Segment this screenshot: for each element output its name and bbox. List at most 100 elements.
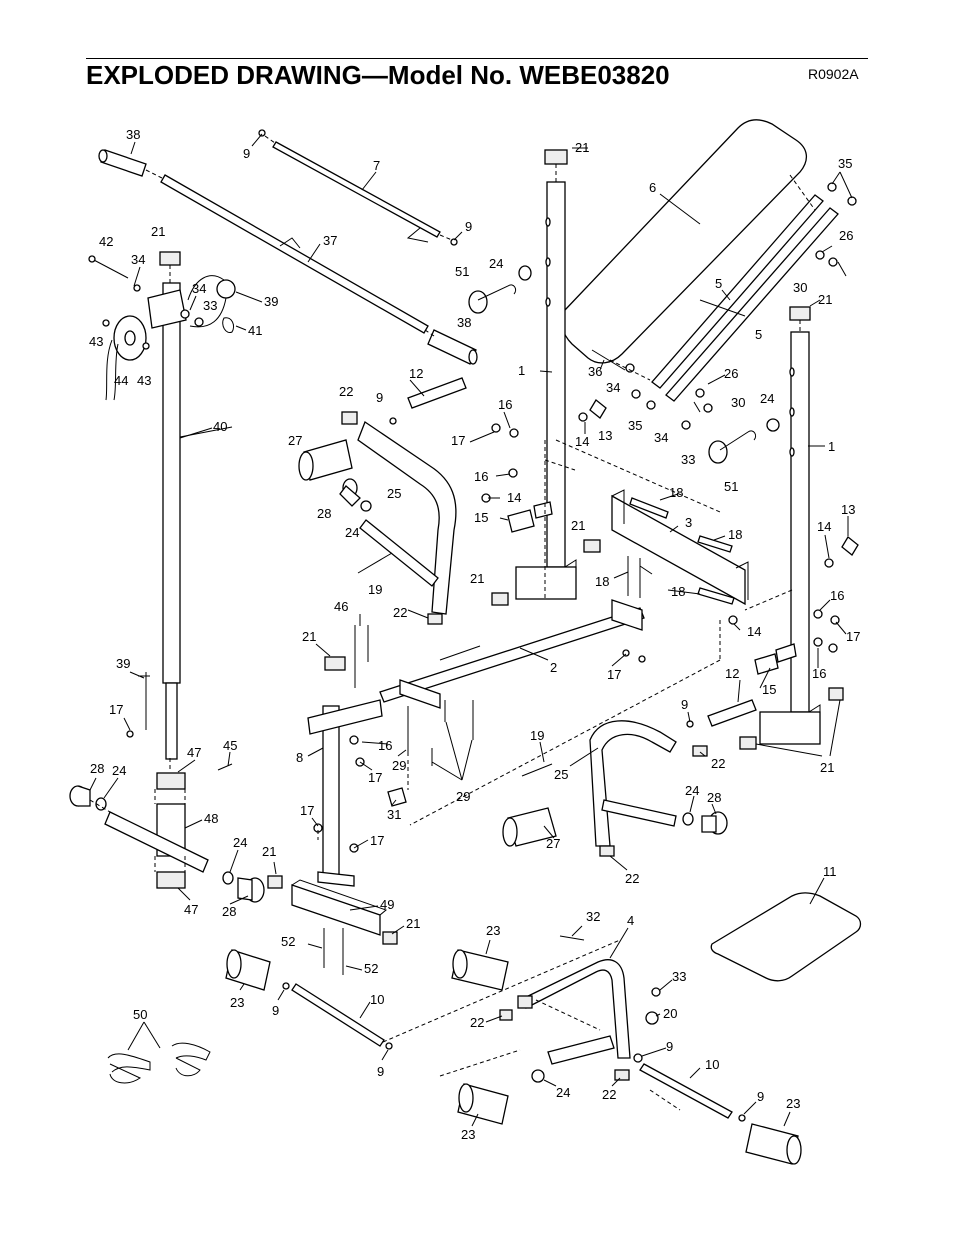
part-handle-grip-bottom xyxy=(427,329,478,365)
part-label: 16 xyxy=(812,666,826,681)
part-label: 43 xyxy=(89,334,103,349)
part-label: 25 xyxy=(554,767,568,782)
part-label: 14 xyxy=(507,490,521,505)
part-label: 28 xyxy=(222,904,236,919)
part-back-pad xyxy=(560,119,807,364)
part-label: 27 xyxy=(288,433,302,448)
part-label: 30 xyxy=(793,280,807,295)
part-label: 40 xyxy=(213,419,227,434)
alignment-lines xyxy=(154,174,816,1111)
part-label: 23 xyxy=(486,923,500,938)
part-label: 33 xyxy=(681,452,695,467)
part-label: 16 xyxy=(474,469,488,484)
part-label: 8 xyxy=(296,750,303,765)
part-label: 34 xyxy=(606,380,620,395)
part-label: 11 xyxy=(823,864,837,879)
part-seat-pad-11 xyxy=(710,892,862,982)
header-rule xyxy=(86,58,868,59)
part-label: 17 xyxy=(607,667,621,682)
part-label: 19 xyxy=(530,728,544,743)
part-roller-27-bottom xyxy=(502,807,557,847)
part-base-49 xyxy=(291,879,387,936)
part-label: 37 xyxy=(323,233,337,248)
part-label: 9 xyxy=(243,146,250,161)
part-label: 13 xyxy=(598,428,612,443)
part-label: 9 xyxy=(666,1039,673,1054)
part-label: 22 xyxy=(602,1087,616,1102)
part-bracket-3 xyxy=(611,489,749,606)
part-label: 19 xyxy=(368,582,382,597)
part-label: 18 xyxy=(728,527,742,542)
part-label: 21 xyxy=(151,224,165,239)
part-label: 32 xyxy=(586,909,600,924)
part-label: 45 xyxy=(223,738,237,753)
part-label: 38 xyxy=(457,315,471,330)
part-label: 10 xyxy=(370,992,384,1007)
part-label: 17 xyxy=(368,770,382,785)
part-label: 34 xyxy=(131,252,145,267)
part-label: 38 xyxy=(126,127,140,142)
part-label: 21 xyxy=(820,760,834,775)
part-label: 47 xyxy=(184,902,198,917)
part-label: 24 xyxy=(112,763,126,778)
drawing-code: R0902A xyxy=(808,66,859,82)
part-label: 21 xyxy=(406,916,420,931)
part-label: 28 xyxy=(90,761,104,776)
part-label: 17 xyxy=(846,629,860,644)
part-label: 9 xyxy=(465,219,472,234)
part-label: 23 xyxy=(461,1127,475,1142)
part-front-leg-8 xyxy=(307,699,383,887)
part-label: 52 xyxy=(281,934,295,949)
part-upright-left xyxy=(515,181,577,600)
part-label: 5 xyxy=(755,327,762,342)
part-label: 24 xyxy=(489,256,503,271)
part-label: 21 xyxy=(470,571,484,586)
part-roller-27-top xyxy=(298,439,353,481)
part-rails-5 xyxy=(651,194,839,402)
part-clips-50 xyxy=(107,1042,211,1084)
leader-lines xyxy=(89,133,853,1127)
part-label: 24 xyxy=(685,783,699,798)
part-roller-23-bottom-mid xyxy=(457,1083,509,1125)
part-label: 35 xyxy=(628,418,642,433)
part-label: 35 xyxy=(838,156,852,171)
part-label: 48 xyxy=(204,811,218,826)
part-label: 34 xyxy=(192,281,206,296)
part-label: 51 xyxy=(724,479,738,494)
part-label: 26 xyxy=(839,228,853,243)
part-label: 16 xyxy=(830,588,844,603)
part-lat-tower xyxy=(147,251,187,760)
part-label: 1 xyxy=(518,363,525,378)
part-label: 26 xyxy=(724,366,738,381)
part-label: 22 xyxy=(625,871,639,886)
part-cable-39 xyxy=(187,275,236,328)
part-label: 21 xyxy=(302,629,316,644)
part-label: 14 xyxy=(817,519,831,534)
part-label: 24 xyxy=(345,525,359,540)
part-upright-right xyxy=(759,331,821,745)
part-label: 17 xyxy=(370,833,384,848)
part-label: 10 xyxy=(705,1057,719,1072)
part-label: 36 xyxy=(588,364,602,379)
part-label: 9 xyxy=(272,1003,279,1018)
part-label: 22 xyxy=(339,384,353,399)
part-label: 9 xyxy=(376,390,383,405)
part-label: 17 xyxy=(300,803,314,818)
part-leg-arm-left xyxy=(357,421,457,615)
part-label: 33 xyxy=(672,969,686,984)
part-label: 12 xyxy=(409,366,423,381)
part-leg-arm-right xyxy=(589,720,677,847)
part-label: 14 xyxy=(747,624,761,639)
part-label: 49 xyxy=(380,897,394,912)
part-frame-2 xyxy=(379,599,645,709)
part-lat-bar xyxy=(160,174,429,334)
part-label: 20 xyxy=(663,1006,677,1021)
part-label: 1 xyxy=(828,439,835,454)
part-label: 47 xyxy=(187,745,201,760)
part-base-48 xyxy=(104,803,209,873)
part-label: 16 xyxy=(498,397,512,412)
part-label: 29 xyxy=(392,758,406,773)
part-label: 22 xyxy=(393,605,407,620)
part-label: 21 xyxy=(571,518,585,533)
part-label: 21 xyxy=(818,292,832,307)
